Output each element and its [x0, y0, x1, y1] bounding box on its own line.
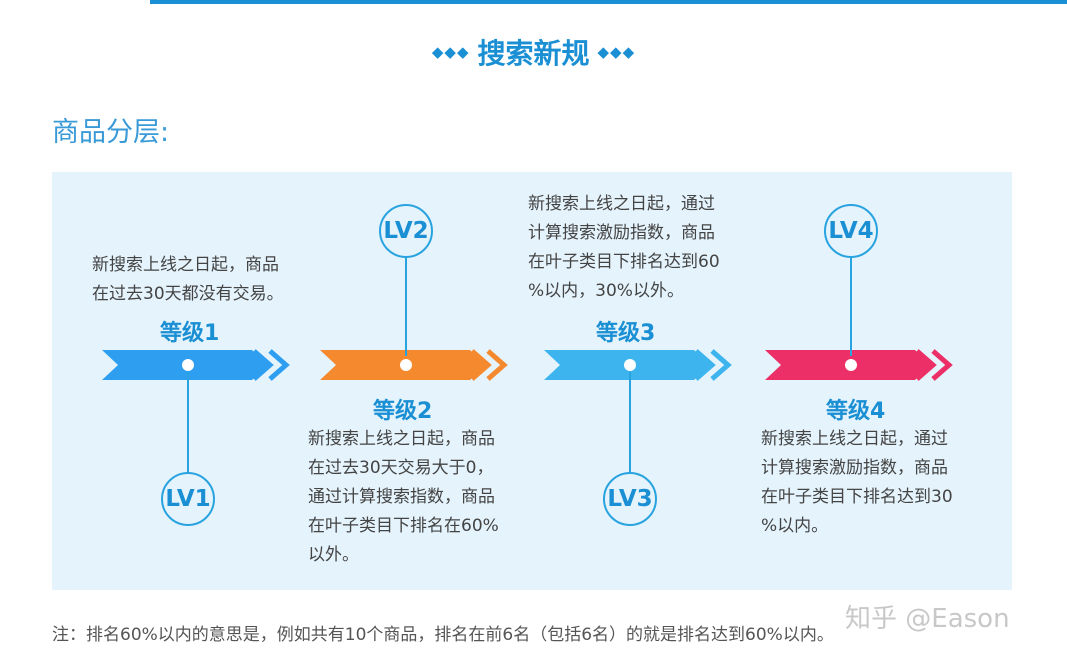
title-decoration-right: ◆◆◆	[597, 43, 636, 61]
description-line: 新搜索上线之日起，商品	[308, 429, 495, 449]
lv3-badge: LV3	[603, 472, 657, 526]
description-line: %以内。	[761, 516, 829, 536]
description-line: 计算搜索激励指数，商品	[528, 223, 715, 243]
level2-name: 等级2	[373, 399, 433, 424]
description-line: 在叶子类目下排名达到30	[761, 487, 953, 507]
description-line: 在叶子类目下排名达到60	[528, 252, 720, 272]
description-line: 计算搜索激励指数，商品	[761, 458, 948, 478]
description-line: 以外。	[308, 545, 359, 565]
level3-stem	[629, 372, 631, 472]
level1-arrow	[102, 349, 290, 381]
lv2-badge: LV2	[379, 204, 433, 258]
description-line: %以内，30%以外。	[528, 281, 684, 301]
level2-description: 新搜索上线之日起，商品 在过去30天交易大于0， 通过计算搜索指数，商品 在叶子…	[308, 425, 499, 570]
level2-stem	[405, 258, 407, 356]
page-title: ◆◆◆ 搜索新规 ◆◆◆	[0, 30, 1067, 74]
description-line: 新搜索上线之日起，商品	[92, 255, 279, 275]
top-accent-line	[150, 0, 1067, 4]
section-label: 商品分层:	[52, 117, 170, 148]
description-line: 在过去30天交易大于0，	[308, 458, 494, 478]
level4-description: 新搜索上线之日起，通过 计算搜索激励指数，商品 在叶子类目下排名达到30 %以内…	[761, 425, 953, 541]
description-line: 新搜索上线之日起，通过	[761, 429, 948, 449]
lv1-badge: LV1	[161, 472, 215, 526]
level4-stem	[850, 258, 852, 356]
level1-name: 等级1	[160, 321, 220, 346]
level1-description: 新搜索上线之日起，商品 在过去30天都没有交易。	[92, 251, 284, 309]
lv4-badge: LV4	[824, 204, 878, 258]
description-line: 在叶子类目下排名在60%	[308, 516, 499, 536]
title-text: 搜索新规	[477, 37, 590, 70]
description-line: 在过去30天都没有交易。	[92, 284, 284, 304]
level3-name: 等级3	[596, 321, 656, 346]
watermark: 知乎 @Eason	[845, 604, 1010, 634]
title-decoration-left: ◆◆◆	[431, 43, 470, 61]
level3-description: 新搜索上线之日起，通过 计算搜索激励指数，商品 在叶子类目下排名达到60 %以内…	[528, 190, 720, 306]
footnote: 注：排名60%以内的意思是，例如共有10个商品，排名在前6名（包括6名）的就是排…	[52, 625, 834, 645]
level1-stem	[187, 372, 189, 472]
level4-name: 等级4	[826, 399, 886, 424]
level4-arrow	[765, 349, 953, 381]
description-line: 新搜索上线之日起，通过	[528, 194, 715, 214]
level3-arrow	[544, 349, 732, 381]
level2-arrow	[320, 349, 508, 381]
description-line: 通过计算搜索指数，商品	[308, 487, 495, 507]
